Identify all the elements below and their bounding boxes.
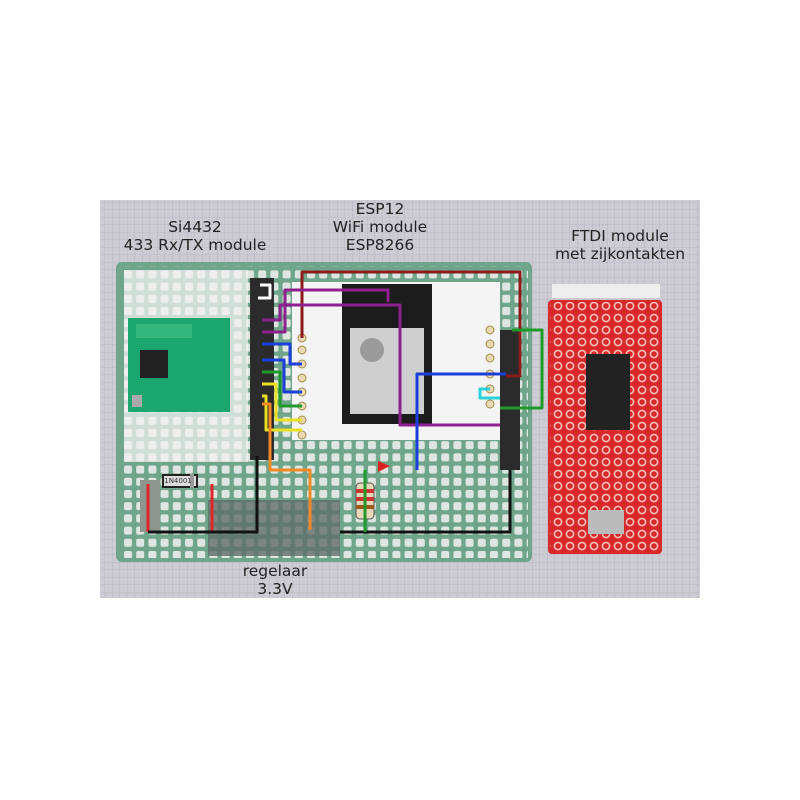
ftdi-label-line1: FTDI module [571,227,669,245]
wires [146,270,544,534]
regulator-label: regelaar 3.3V [220,562,330,598]
voltage-regulator [140,480,340,556]
regulator-label-line1: regelaar [242,562,308,580]
esp-label-line1: ESP12 [355,200,405,218]
ftdi-label: FTDI module met zijkontakten [540,227,700,263]
led [378,461,390,472]
esp-label-line3: ESP8266 [345,236,415,254]
diode-label: 1N4001 [164,477,192,485]
si4432-label-line2: 433 Rx/TX module [123,236,267,254]
si4432-label-line1: Si4432 [168,218,222,236]
esp12-module [292,282,500,440]
ftdi-module [548,284,662,554]
si4432-module [124,270,248,462]
esp-label-line2: WiFi module [332,218,428,236]
regulator-label-line2: 3.3V [257,580,293,598]
diode-1n4001 [162,474,198,488]
si4432-label: Si4432 433 Rx/TX module [110,218,280,254]
esp-label: ESP12 WiFi module ESP8266 [300,200,460,254]
right-header [500,330,520,470]
ftdi-label-line2: met zijkontakten [554,245,686,263]
